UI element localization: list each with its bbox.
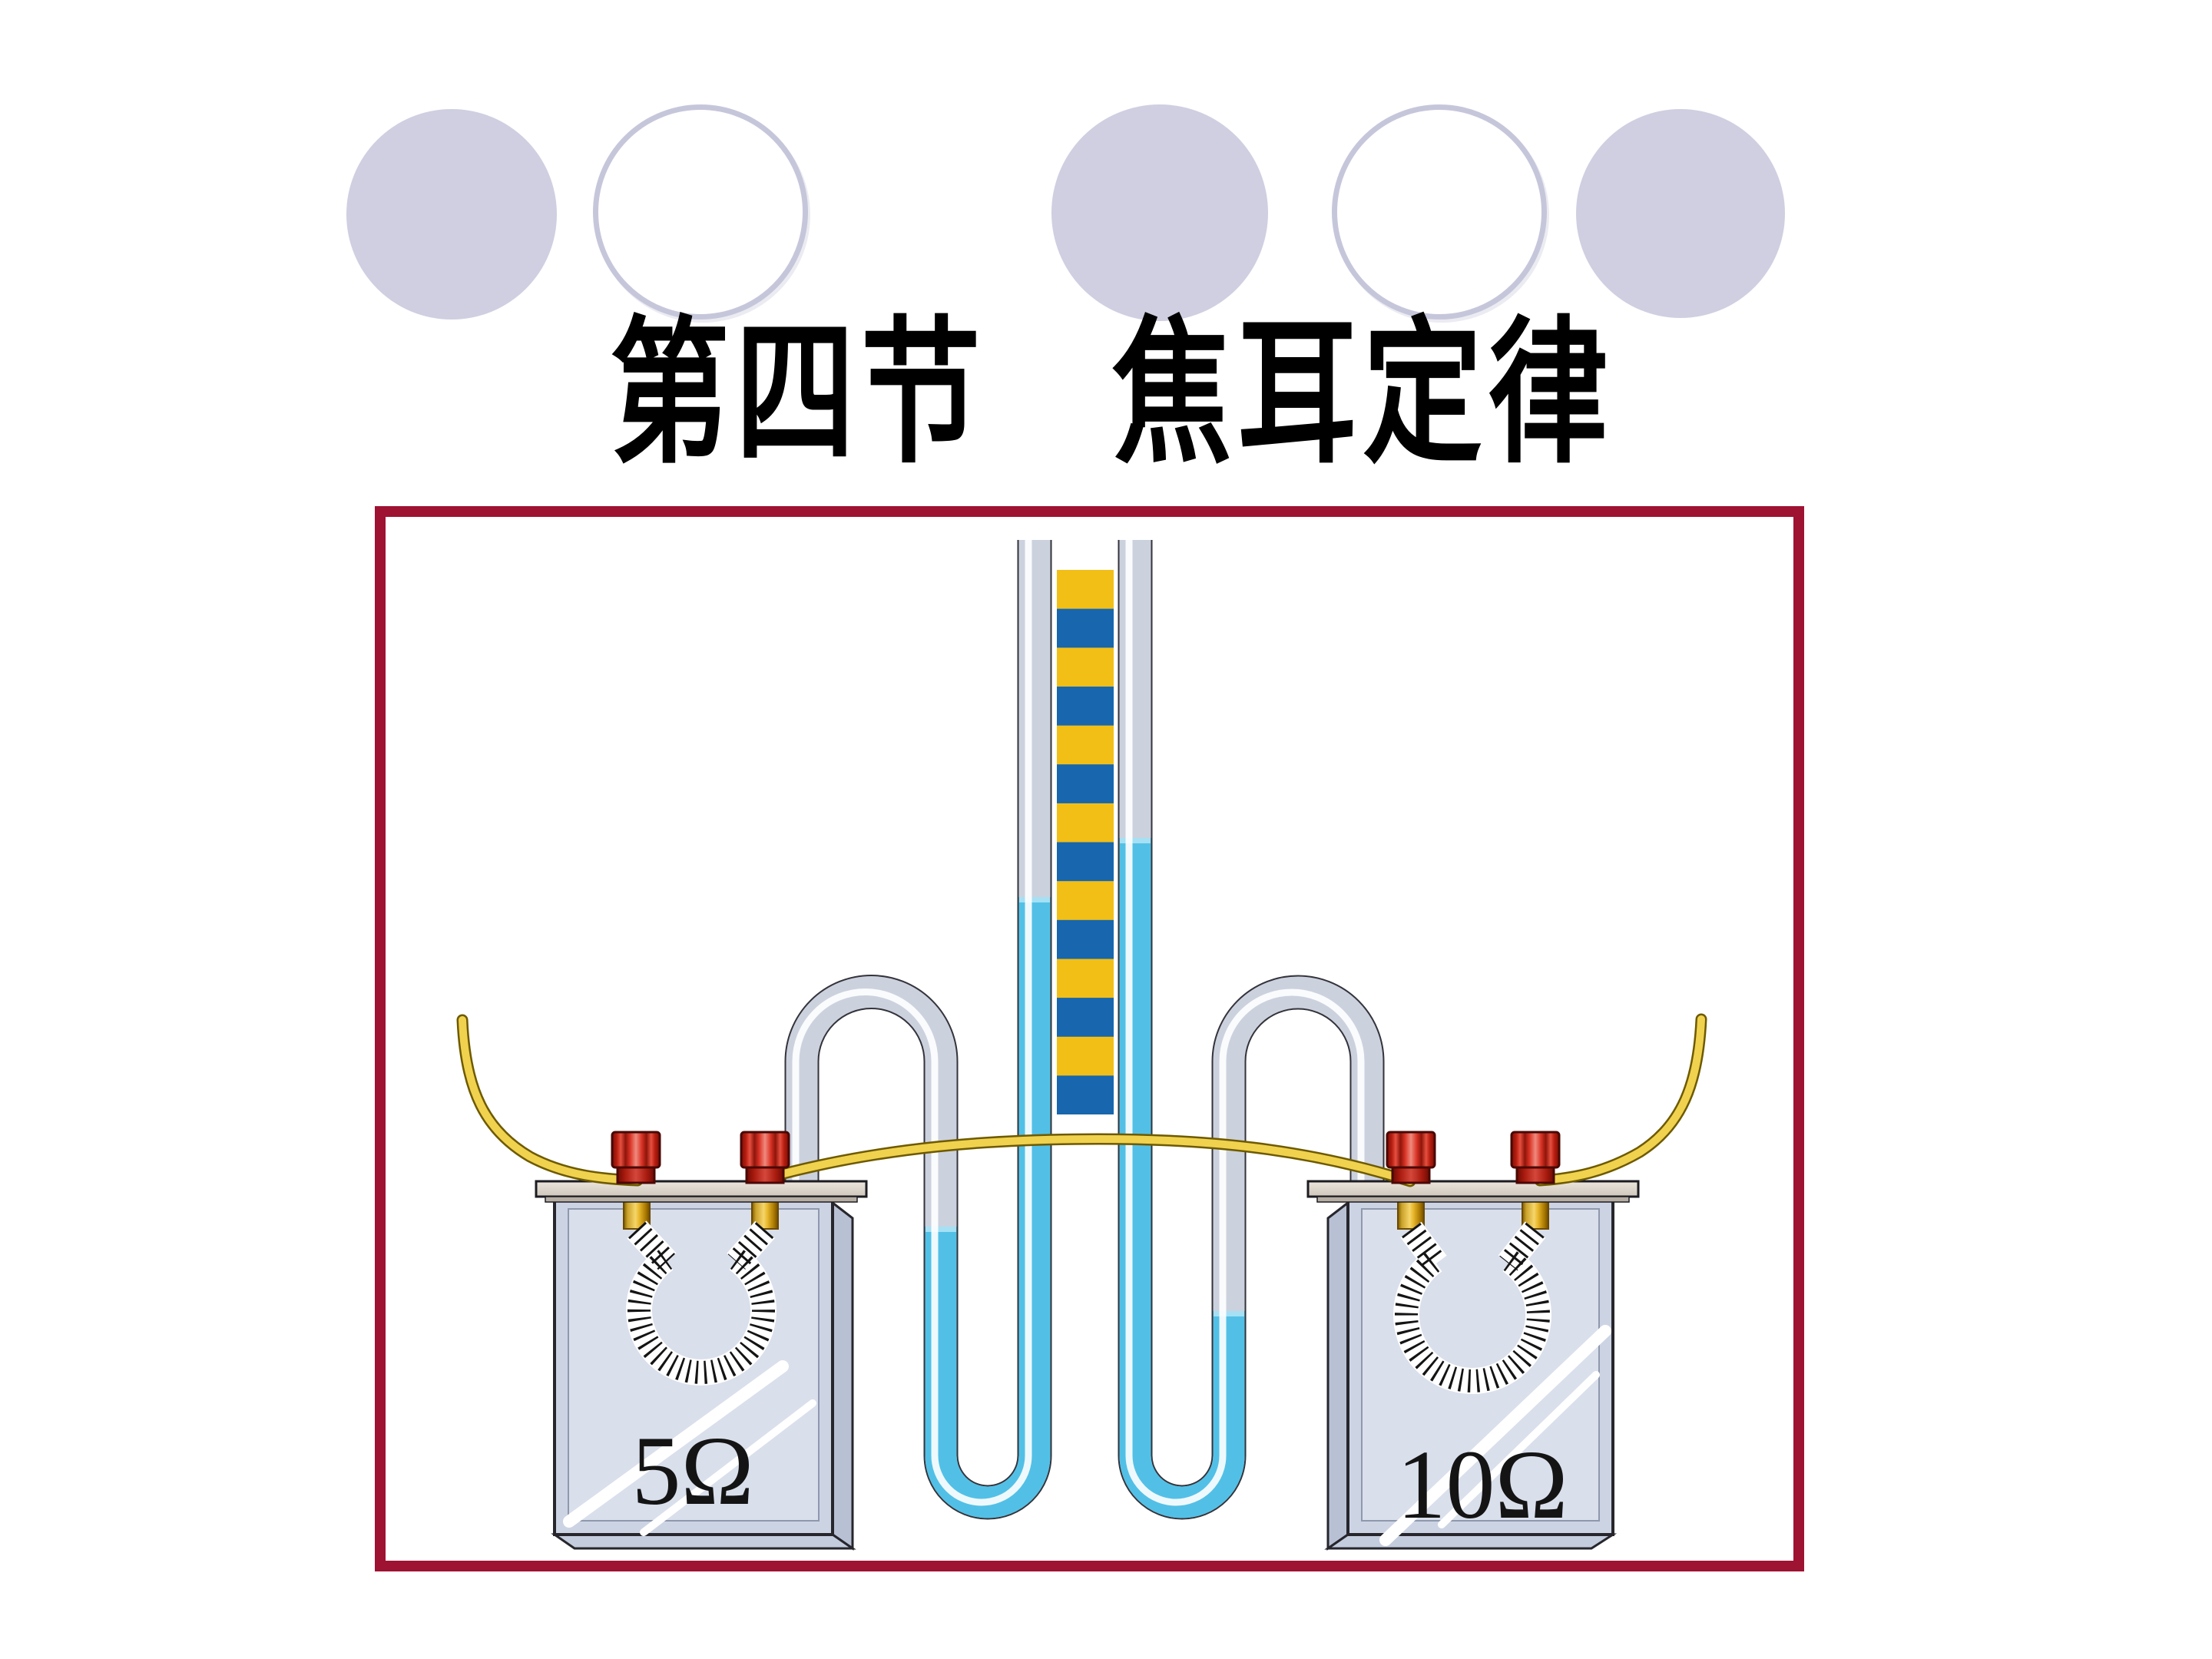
decor-circle-3 xyxy=(1051,104,1268,321)
terminal-3 xyxy=(1386,1131,1436,1184)
wires xyxy=(456,1013,1707,1187)
lid-left xyxy=(535,1180,868,1198)
resistor-coil-right xyxy=(1393,1221,1551,1394)
decor-circle-5 xyxy=(1576,109,1785,318)
page-title: 第四节 焦耳定律 xyxy=(610,308,1614,482)
manometer-right xyxy=(1118,540,1385,1520)
glass-reflection-left xyxy=(563,1360,816,1536)
wire-left xyxy=(456,1014,644,1187)
resistor-label-right: 10Ω xyxy=(1396,1430,1568,1539)
glass-reflection-right xyxy=(1379,1325,1611,1546)
scale-stripes xyxy=(1057,570,1114,1114)
decor-circle-1 xyxy=(346,109,557,320)
decor-circle-4 xyxy=(1332,104,1547,320)
container-left: 5Ω xyxy=(535,1180,868,1551)
wire-right xyxy=(1534,1013,1707,1187)
lid-right xyxy=(1306,1180,1640,1198)
manometer-left xyxy=(784,540,1052,1520)
container-right: 10Ω xyxy=(1306,1180,1640,1551)
terminal-1 xyxy=(611,1131,661,1184)
terminal-4 xyxy=(1510,1131,1561,1184)
decor-circle-2 xyxy=(593,104,808,320)
resistor-label-left: 5Ω xyxy=(631,1416,753,1525)
terminals xyxy=(611,1131,1561,1184)
resistor-coil-left xyxy=(626,1220,777,1386)
terminal-2 xyxy=(740,1131,790,1184)
wire-middle xyxy=(760,1133,1416,1187)
